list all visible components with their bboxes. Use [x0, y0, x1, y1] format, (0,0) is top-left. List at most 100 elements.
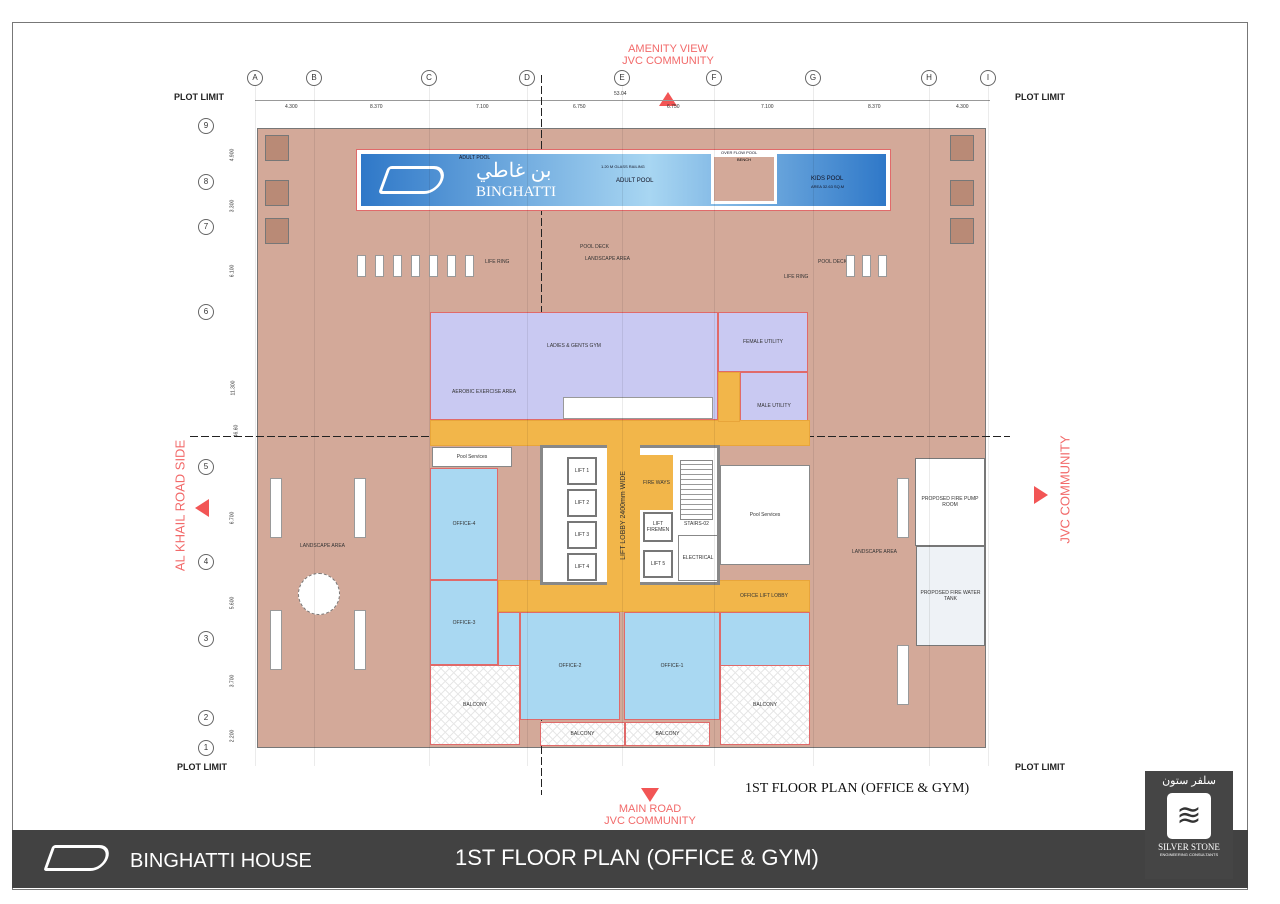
pool-deck-label: POOL DECK [818, 259, 847, 265]
grid-column-marker: I [980, 70, 996, 86]
grid-row-marker: 2 [198, 710, 214, 726]
corridor [430, 420, 810, 446]
adult-pool-label: ADULT POOL [616, 178, 654, 184]
balcony: BALCONY [720, 665, 810, 745]
lift-lobby: LIFT LOBBY 2400mm WIDE [607, 445, 640, 585]
office-4: OFFICE-4 [430, 468, 498, 580]
office-3-annex [498, 612, 520, 667]
cabana [265, 180, 289, 206]
row-dimension: 6.700 [229, 511, 236, 525]
span-dimension: 6.750 [667, 104, 680, 110]
brand-arabic: بن غاطي [476, 160, 552, 182]
sun-lounger [411, 255, 420, 277]
life-ring-label: LIFE RING [784, 274, 809, 280]
office-1-annex [720, 612, 810, 667]
grid-column-marker: B [306, 70, 322, 86]
row-dimension: 4.900 [229, 148, 236, 162]
railing-label: 1.20 M GLASS RAILING [601, 164, 645, 169]
cabana [950, 218, 974, 244]
left-orientation: AL KHAIL ROAD SIDE [172, 439, 188, 572]
grid-row-marker: 9 [198, 118, 214, 134]
grid-column-marker: C [421, 70, 437, 86]
sheet-title: 1ST FLOOR PLAN (OFFICE & GYM) [455, 845, 819, 870]
consultant-logo: سلفر ستون ≋ SILVER STONE ENGINEERING CON… [1145, 771, 1233, 879]
grid-row-marker: 5 [198, 459, 214, 475]
balcony: BALCONY [540, 722, 625, 746]
sun-lounger [375, 255, 384, 277]
grid-column-marker: A [247, 70, 263, 86]
tree-icon [298, 573, 340, 615]
office-1: OFFICE-1 [624, 612, 720, 720]
planter [897, 478, 909, 538]
planter [270, 610, 282, 670]
balcony: BALCONY [625, 722, 710, 746]
kids-pool-label: KIDS POOL [811, 176, 844, 182]
planter [270, 478, 282, 538]
lift-3: LIFT 3 [567, 521, 597, 549]
lift-1: LIFT 1 [567, 457, 597, 485]
kids-pool-area: AREA 32.63 SQ.M [811, 184, 845, 189]
binghatti-logo-icon [377, 166, 449, 194]
cabana [265, 218, 289, 244]
electrical-room: ELECTRICAL [678, 535, 718, 581]
grid-row-marker: 8 [198, 174, 214, 190]
cabana [265, 135, 289, 161]
right-orientation: JVC COMMUNITY [1057, 435, 1073, 544]
project-name: BINGHATTI HOUSE [130, 850, 312, 872]
stairs-label: STAIRS-02 [684, 521, 709, 527]
planter [897, 645, 909, 705]
north-arrow-icon [659, 92, 677, 106]
fire-ways: FIRE WAYS [640, 455, 673, 510]
plot-limit-label: PLOT LIMIT [174, 92, 224, 102]
grid-column-marker: F [706, 70, 722, 86]
sun-lounger [878, 255, 887, 277]
span-dimension: 7.100 [761, 104, 774, 110]
pool-services: Pool Services [720, 465, 810, 565]
lift-firemen: LIFT FIREMEN [643, 512, 673, 542]
pool-services-left: Pool Services [432, 447, 512, 467]
row-dimension: 6.100 [229, 264, 236, 278]
landscape-label: LANDSCAPE AREA [585, 256, 631, 262]
grid-column-marker: E [614, 70, 630, 86]
aerobic-label: AEROBIC EXERCISE AREA [452, 389, 516, 395]
adult-pool-label: ADULT POOL [459, 155, 491, 161]
sun-lounger [846, 255, 855, 277]
plot-limit-label: PLOT LIMIT [1015, 92, 1065, 102]
cabana [950, 180, 974, 206]
landscape-label: LANDSCAPE AREA [852, 549, 898, 555]
span-dimension: 4.300 [956, 104, 969, 110]
sun-lounger [447, 255, 456, 277]
planter [354, 478, 366, 538]
span-dimension: 8.370 [868, 104, 881, 110]
row-dimension: 2.200 [229, 729, 236, 743]
plot-limit-label: PLOT LIMIT [177, 762, 227, 772]
pool-deck-label: POOL DECK [580, 244, 609, 250]
total-dimension: 53.04 [614, 91, 627, 97]
grid-column-marker: H [921, 70, 937, 86]
grid-row-marker: 3 [198, 631, 214, 647]
grid-column-marker: D [519, 70, 535, 86]
life-ring-label: LIFE RING [485, 259, 510, 265]
sun-lounger [393, 255, 402, 277]
female-utility: FEMALE UTILITY [718, 312, 808, 372]
stairs [680, 460, 713, 520]
span-dimension: 7.100 [476, 104, 489, 110]
span-dimension: 6.750 [573, 104, 586, 110]
pool: بن غاطي BINGHATTI ADULT POOL ADULT POOL … [356, 149, 891, 211]
row-dimension: 11.300 [230, 380, 237, 396]
planter [354, 610, 366, 670]
cabana [950, 135, 974, 161]
office-3: OFFICE-3 [430, 580, 498, 665]
row-dimension: 5.600 [229, 596, 236, 610]
drawing-frame [12, 22, 1248, 890]
sun-lounger [357, 255, 366, 277]
row-dimension: 3.300 [229, 199, 236, 213]
row-dimension: 3.700 [229, 674, 236, 688]
overflow-label: OVER FLOW POOL [721, 150, 758, 155]
plot-limit-label: PLOT LIMIT [1015, 762, 1065, 772]
east-arrow-icon [1034, 486, 1048, 504]
grid-row-marker: 4 [198, 554, 214, 570]
drawing-title: 1ST FLOOR PLAN (OFFICE & GYM) [745, 781, 970, 796]
